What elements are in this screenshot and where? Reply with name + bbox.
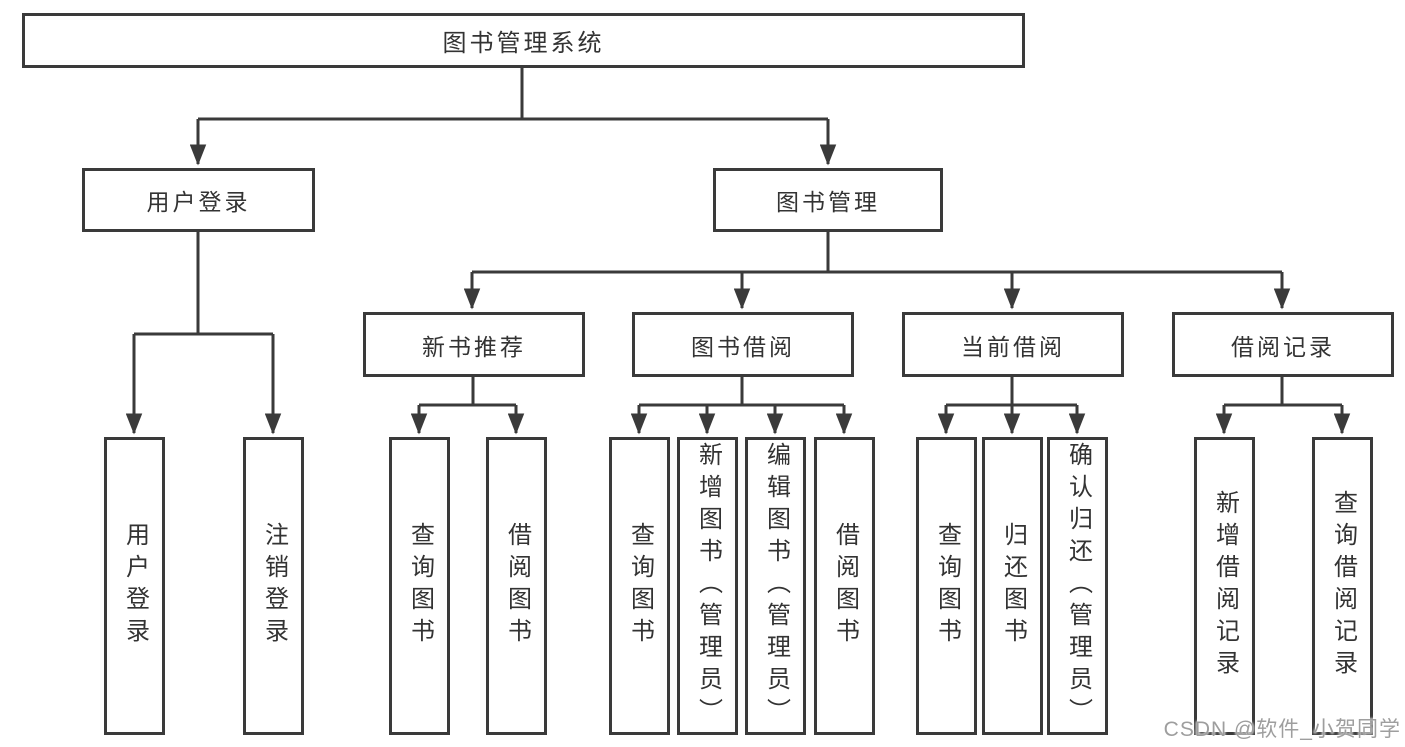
node-return-book: 归还图书 bbox=[982, 437, 1043, 735]
node-user-login-action: 用户登录 bbox=[104, 437, 165, 735]
node-edit-book-admin: 编辑图书（管理员） bbox=[745, 437, 806, 735]
node-borrowing-records: 借阅记录 bbox=[1172, 312, 1394, 377]
node-add-borrow-record: 新增借阅记录 bbox=[1194, 437, 1255, 735]
node-current-borrowing: 当前借阅 bbox=[902, 312, 1124, 377]
node-label: 确认归还（管理员） bbox=[1064, 442, 1092, 730]
node-label: 查询借阅记录 bbox=[1329, 490, 1357, 682]
node-query-book-recommend: 查询图书 bbox=[389, 437, 450, 735]
node-book-management: 图书管理 bbox=[713, 168, 943, 232]
node-user-login: 用户登录 bbox=[82, 168, 315, 232]
node-label: 注销登录 bbox=[260, 522, 288, 650]
node-label: 查询图书 bbox=[406, 522, 434, 650]
csdn-watermark: CSDN @软件_小贺同学 bbox=[1163, 718, 1401, 741]
node-label: 借阅图书 bbox=[831, 522, 859, 650]
node-query-book-current: 查询图书 bbox=[916, 437, 977, 735]
node-label: 图书管理系统 bbox=[442, 30, 605, 57]
node-label: 用户登录 bbox=[121, 522, 149, 650]
node-label: 新增图书（管理员） bbox=[694, 442, 722, 730]
node-label: 借阅图书 bbox=[503, 522, 531, 650]
node-new-book-recommendation: 新书推荐 bbox=[363, 312, 585, 377]
node-label: 图书借阅 bbox=[691, 333, 795, 360]
node-label: 借阅记录 bbox=[1231, 333, 1335, 360]
node-query-book-borrowing: 查询图书 bbox=[609, 437, 670, 735]
node-query-borrow-record: 查询借阅记录 bbox=[1312, 437, 1373, 735]
node-label: 新增借阅记录 bbox=[1211, 490, 1239, 682]
node-book-borrowing: 图书借阅 bbox=[632, 312, 854, 377]
node-label: 当前借阅 bbox=[961, 333, 1065, 360]
node-add-book-admin: 新增图书（管理员） bbox=[677, 437, 738, 735]
node-label: 图书管理 bbox=[776, 189, 880, 215]
node-logout-action: 注销登录 bbox=[243, 437, 304, 735]
node-borrow-book-recommend: 借阅图书 bbox=[486, 437, 547, 735]
node-library-management-system: 图书管理系统 bbox=[22, 13, 1025, 68]
node-label: 用户登录 bbox=[146, 189, 251, 215]
node-label: 查询图书 bbox=[933, 522, 961, 650]
node-confirm-return-admin: 确认归还（管理员） bbox=[1047, 437, 1108, 735]
node-borrow-book: 借阅图书 bbox=[814, 437, 875, 735]
node-label: 编辑图书（管理员） bbox=[762, 442, 790, 730]
node-label: 新书推荐 bbox=[422, 333, 526, 360]
node-label: 查询图书 bbox=[626, 522, 654, 650]
node-label: 归还图书 bbox=[999, 522, 1027, 650]
